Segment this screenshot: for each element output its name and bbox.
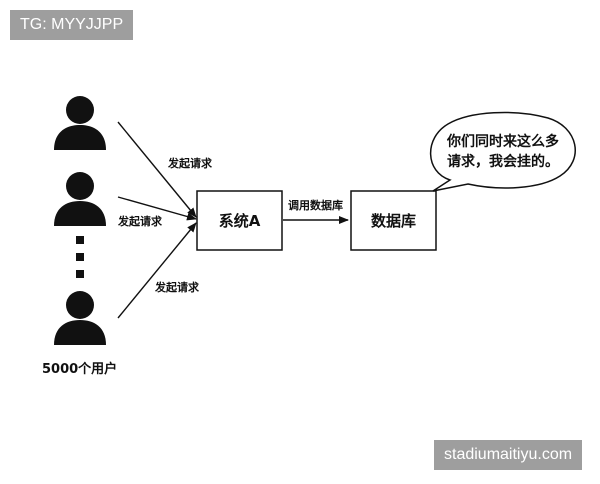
watermark-bottom-right: stadiumaitiyu.com: [434, 440, 583, 470]
edge-label-request-mid: 发起请求: [117, 214, 163, 228]
speech-bubble-line-1: 你们同时来这么多: [446, 133, 559, 150]
person-icon: [54, 96, 106, 150]
edge-label-call-db: 调用数据库: [288, 198, 343, 212]
watermark-top-left: TG: MYYJJPP: [10, 10, 134, 40]
arrow-user-bottom-to-system: [117, 222, 197, 319]
system-box: [196, 190, 283, 251]
database-label: 数据库: [371, 212, 416, 230]
person-icon: [54, 291, 106, 345]
system-label: 系统A: [219, 212, 261, 230]
arrow-user-top-to-system: [117, 121, 197, 218]
database-box: [350, 190, 437, 251]
arrow-user-mid-to-system: [117, 196, 197, 221]
edge-label-request-top: 发起请求: [167, 156, 213, 170]
vertical-dots-icon: [76, 236, 84, 278]
speech-bubble-line-2: 请求，我会挂的。: [447, 153, 559, 170]
users-count-label: 5000个用户: [42, 361, 117, 377]
edge-label-request-bottom: 发起请求: [154, 280, 200, 294]
person-icon: [54, 172, 106, 226]
speech-bubble: [429, 111, 576, 192]
